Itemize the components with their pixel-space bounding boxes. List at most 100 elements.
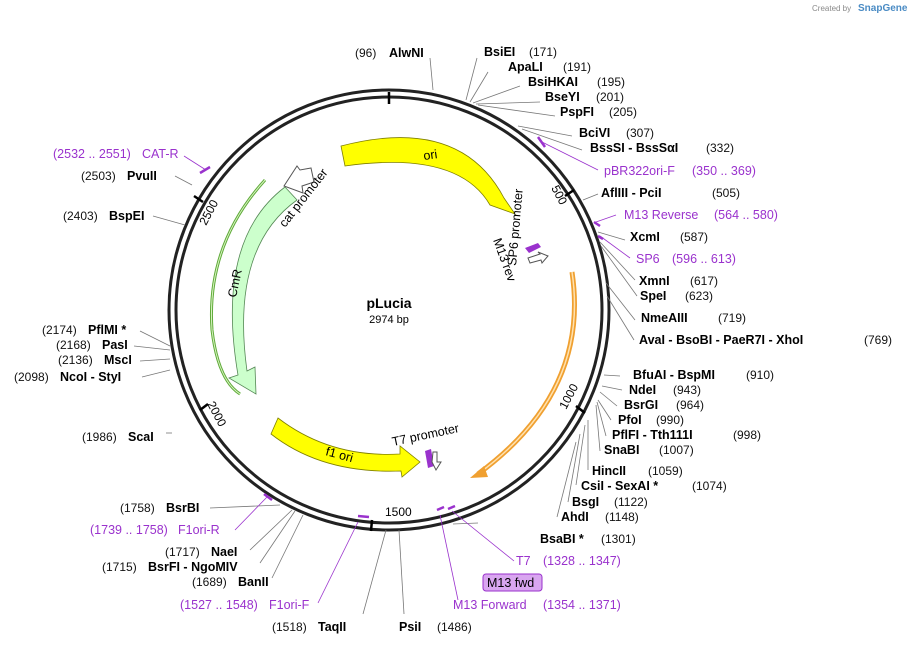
m13-rev-feature[interactable] <box>525 243 541 253</box>
site-label-bsssi[interactable]: BssSI - BssSαI (332) <box>590 141 734 155</box>
site-label-bspei[interactable]: (2403) BspEI <box>63 209 144 223</box>
svg-text:TaqII: TaqII <box>318 620 346 634</box>
cmr-feature[interactable] <box>228 186 298 395</box>
svg-text:M13 Reverse: M13 Reverse <box>624 208 698 222</box>
svg-text:(1074): (1074) <box>692 479 727 493</box>
site-label-csii[interactable]: CsiI - SexAI * (1074) <box>581 479 727 493</box>
svg-text:AflIII - PciI: AflIII - PciI <box>601 186 661 200</box>
tick-500: 500 <box>548 183 570 208</box>
primer-label-m13-reverse[interactable]: M13 Reverse (564 .. 580) <box>624 208 778 222</box>
t7-promoter-feature[interactable] <box>431 451 442 472</box>
svg-text:(1301): (1301) <box>601 532 636 546</box>
site-label-pspfi[interactable]: PspFI (205) <box>560 105 637 119</box>
site-label-nmeaiii[interactable]: NmeAIII (719) <box>641 311 746 325</box>
svg-text:BsiHKAI: BsiHKAI <box>528 75 578 89</box>
t7-promoter-label: T7 promoter <box>391 421 461 449</box>
svg-text:(171): (171) <box>529 45 557 59</box>
site-label-snabi[interactable]: SnaBI (1007) <box>604 443 694 457</box>
site-label-bsrgi[interactable]: BsrGI (964) <box>624 398 704 412</box>
orange-feature-arc[interactable] <box>476 271 577 477</box>
svg-text:BfuAI - BspMI: BfuAI - BspMI <box>633 368 715 382</box>
svg-text:ApaLI: ApaLI <box>508 60 543 74</box>
site-label-bsrfi[interactable]: (1715) BsrFI - NgoMIV <box>102 560 238 574</box>
site-label-banii[interactable]: (1689) BanII <box>192 575 269 589</box>
site-label-taqii[interactable]: (1518) TaqII <box>272 620 346 634</box>
f1-ori-label: f1 ori <box>324 444 354 465</box>
primer-leaders <box>183 140 631 604</box>
svg-text:BssSI - BssSαI: BssSI - BssSαI <box>590 141 678 155</box>
primer-label-f1ori-f[interactable]: (1527 .. 1548) F1ori-F <box>180 598 310 612</box>
site-label-pasi[interactable]: (2168) PasI <box>56 338 128 352</box>
sp6-promoter-feature[interactable] <box>527 251 549 264</box>
svg-text:(998): (998) <box>733 428 761 442</box>
site-label-msci[interactable]: (2136) MscI <box>58 353 132 367</box>
primer-marks <box>199 136 604 519</box>
svg-text:(2532 .. 2551): (2532 .. 2551) <box>53 147 131 161</box>
svg-text:PflMI *: PflMI * <box>88 323 126 337</box>
snapgene-logo: SnapGene <box>858 3 908 14</box>
primer-label-sp6[interactable]: SP6 (596 .. 613) <box>636 252 736 266</box>
svg-text:(2168): (2168) <box>56 338 91 352</box>
site-label-ndei[interactable]: NdeI (943) <box>629 383 701 397</box>
svg-text:(623): (623) <box>685 289 713 303</box>
primer-label-t7[interactable]: T7 (1328 .. 1347) <box>516 554 621 568</box>
site-label-ncoi[interactable]: (2098) NcoI - StyI <box>14 370 121 384</box>
site-label-pflmi[interactable]: (2174) PflMI * <box>42 323 126 337</box>
site-label-pvuii[interactable]: (2503) PvuII <box>81 169 157 183</box>
tick-2500: 2500 <box>196 197 221 227</box>
site-label-hincii[interactable]: HincII (1059) <box>592 464 683 478</box>
primer-label-pbr322ori-f[interactable]: pBR322ori-F (350 .. 369) <box>604 164 756 178</box>
site-label-bfuai[interactable]: BfuAI - BspMI (910) <box>633 368 774 382</box>
site-label-bsrbi[interactable]: (1758) BsrBI <box>120 501 199 515</box>
site-label-bcivi[interactable]: BciVI (307) <box>579 126 654 140</box>
site-label-alwni[interactable]: (96) AlwNI <box>355 46 424 60</box>
primer-label-f1ori-r[interactable]: (1739 .. 1758) F1ori-R <box>90 523 220 537</box>
ori-feature[interactable] <box>340 137 517 215</box>
svg-text:BsrBI: BsrBI <box>166 501 199 515</box>
site-label-bsabi[interactable]: BsaBI * (1301) <box>540 532 636 546</box>
svg-text:PfoI: PfoI <box>618 413 642 427</box>
site-label-apali[interactable]: ApaLI (191) <box>508 60 591 74</box>
svg-text:SnaBI: SnaBI <box>604 443 639 457</box>
svg-text:AvaI - BsoBI - PaeR7I - XhoI: AvaI - BsoBI - PaeR7I - XhoI <box>639 333 803 347</box>
site-label-afliii[interactable]: AflIII - PciI (505) <box>601 186 740 200</box>
site-label-spei[interactable]: SpeI (623) <box>640 289 713 303</box>
svg-text:(719): (719) <box>718 311 746 325</box>
cat-promoter-feature[interactable] <box>283 165 315 194</box>
svg-text:MscI: MscI <box>104 353 132 367</box>
svg-text:(332): (332) <box>706 141 734 155</box>
svg-text:BciVI: BciVI <box>579 126 610 140</box>
svg-text:(2136): (2136) <box>58 353 93 367</box>
primer-badge-m13-fwd[interactable]: M13 fwd <box>482 573 543 592</box>
svg-text:(587): (587) <box>680 230 708 244</box>
site-label-scai[interactable]: (1986) ScaI <box>82 430 154 444</box>
site-label-bsgi[interactable]: BsgI (1122) <box>572 495 648 509</box>
site-label-bsihkai[interactable]: BsiHKAI (195) <box>528 75 625 89</box>
site-label-psii[interactable]: PsiI (1486) <box>399 620 472 634</box>
site-label-xmni[interactable]: XmnI (617) <box>639 274 718 288</box>
site-label-xcmi[interactable]: XcmI (587) <box>630 230 708 244</box>
svg-text:(191): (191) <box>563 60 591 74</box>
site-label-ahdi[interactable]: AhdI (1148) <box>561 510 639 524</box>
m13-fwd-feature[interactable] <box>425 449 434 468</box>
primer-label-cat-r[interactable]: (2532 .. 2551) CAT-R <box>53 147 179 161</box>
f1-ori-feature[interactable] <box>270 417 421 478</box>
svg-text:BsrFI - NgoMIV: BsrFI - NgoMIV <box>148 560 238 574</box>
svg-text:(505): (505) <box>712 186 740 200</box>
tick-marks <box>193 92 586 532</box>
svg-text:F1ori-R: F1ori-R <box>178 523 220 537</box>
site-label-naei[interactable]: (1717) NaeI <box>165 545 237 559</box>
site-label-bseyi[interactable]: BseYI (201) <box>545 90 624 104</box>
svg-text:(964): (964) <box>676 398 704 412</box>
svg-text:SP6: SP6 <box>636 252 660 266</box>
site-label-avai[interactable]: AvaI - BsoBI - PaeR7I - XhoI (769) <box>639 333 892 347</box>
svg-text:(617): (617) <box>690 274 718 288</box>
svg-text:(943): (943) <box>673 383 701 397</box>
site-label-bsiei[interactable]: BsiEI (171) <box>484 45 557 59</box>
svg-text:CAT-R: CAT-R <box>142 147 179 161</box>
site-label-pfoi[interactable]: PfoI (990) <box>618 413 684 427</box>
site-label-pflfi[interactable]: PflFI - Tth111I (998) <box>612 428 761 442</box>
primer-label-m13-forward[interactable]: M13 Forward (1354 .. 1371) <box>453 598 621 612</box>
